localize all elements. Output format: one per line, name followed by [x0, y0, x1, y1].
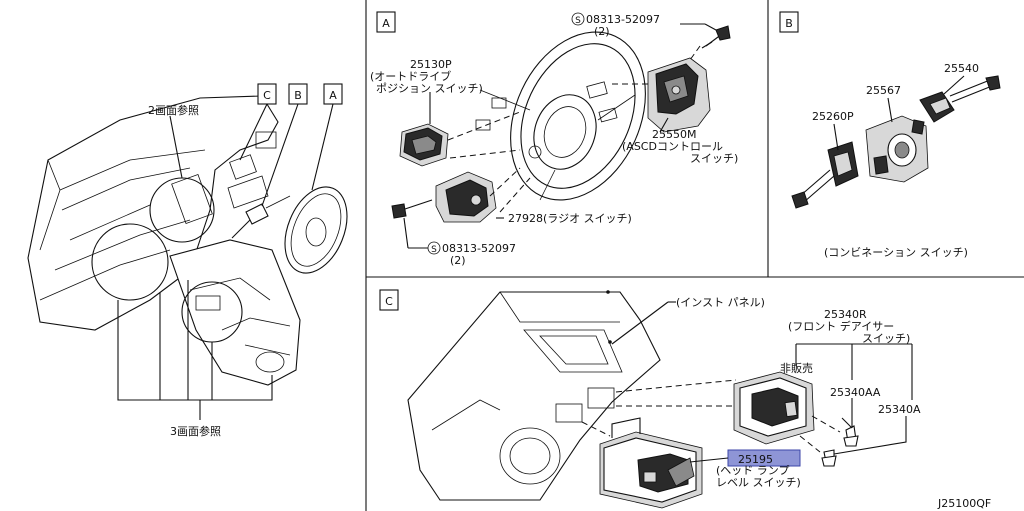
part-25130p-desc-2: ポジション スイッチ): [376, 82, 483, 95]
overview-steering-wheel: [284, 186, 348, 274]
s-mark-bottom: S: [431, 245, 437, 255]
combination-switch-lever-right: [919, 75, 1001, 123]
screw-top: [701, 25, 731, 49]
radio-switch: [435, 171, 497, 223]
part-25540: 25540: [944, 62, 979, 75]
part-25130p-desc-1: (オートドライブ: [370, 69, 451, 83]
part-25195[interactable]: 25195: [738, 453, 773, 466]
combination-switch-body: [865, 115, 929, 183]
bolt-bottom-qty: (2): [450, 254, 466, 267]
instrument-panel-label: (インスト パネル): [676, 296, 765, 309]
front-deicer-switch: [733, 371, 815, 445]
overview-panel: C B A 2画面参照 3画面参照: [27, 83, 348, 438]
screw-bottom: [391, 199, 433, 219]
tag-b: B: [785, 17, 793, 30]
overview-combination-switch: [231, 195, 291, 239]
panel-a: A: [370, 11, 738, 267]
part-25340aa: 25340AA: [830, 386, 881, 399]
bolt-top-part: 08313-52097: [586, 13, 660, 26]
part-25195-desc-2: レベル スイッチ): [716, 476, 801, 489]
panel-c: C: [379, 289, 921, 509]
part-25550m-desc-1: (ASCDコントロール: [622, 140, 723, 153]
part-25195-desc-1: (ヘッド ランプ: [716, 464, 789, 477]
headlamp-level-switch: [599, 431, 703, 509]
part-25340r-desc-1: (フロント デアイサー: [788, 319, 894, 333]
steering-wheel: [475, 31, 646, 201]
tag-a: A: [382, 17, 390, 30]
part-27928: 27928(ラジオ スイッチ): [508, 212, 632, 225]
s-mark-top: S: [575, 16, 581, 26]
ref-page-2: 2画面参照: [148, 103, 199, 117]
part-25550m-desc-2: スイッチ): [690, 152, 738, 165]
not-for-sale-label: 非販売: [780, 362, 813, 375]
panel-b: B 25540 25567: [779, 11, 1001, 259]
tag-b-overview: B: [294, 89, 302, 102]
clip-25340a: [821, 449, 837, 467]
bolt-top-qty: (2): [594, 25, 610, 38]
part-25550m: 25550M: [652, 128, 696, 141]
tag-c-overview: C: [263, 89, 271, 102]
diagram-code: J25100QF: [937, 497, 991, 510]
part-25340r-desc-2: スイッチ): [862, 332, 910, 345]
panel-frame: [365, 0, 1024, 511]
part-25340r: 25340R: [824, 308, 867, 321]
tag-c: C: [385, 295, 393, 308]
combination-switch-lever-left: [791, 141, 859, 209]
center-console: [169, 239, 301, 386]
ascd-control-switch: [647, 57, 711, 133]
auto-drive-position-switch: [399, 123, 449, 167]
clip-25340aa: [843, 425, 859, 447]
part-25260p: 25260P: [812, 110, 854, 123]
dashboard-outline: [27, 95, 279, 331]
part-25340a: 25340A: [878, 403, 921, 416]
bolt-bottom-part: 08313-52097: [442, 242, 516, 255]
instrument-panel: [407, 290, 661, 501]
part-25130p: 25130P: [410, 58, 452, 71]
part-25567: 25567: [866, 84, 901, 97]
part-25195-highlight[interactable]: 25195: [727, 449, 801, 467]
tag-a-overview: A: [329, 89, 337, 102]
ref-page-3: 3画面参照: [170, 424, 221, 438]
combination-switch-caption: (コンビネーション スイッチ): [824, 246, 968, 259]
